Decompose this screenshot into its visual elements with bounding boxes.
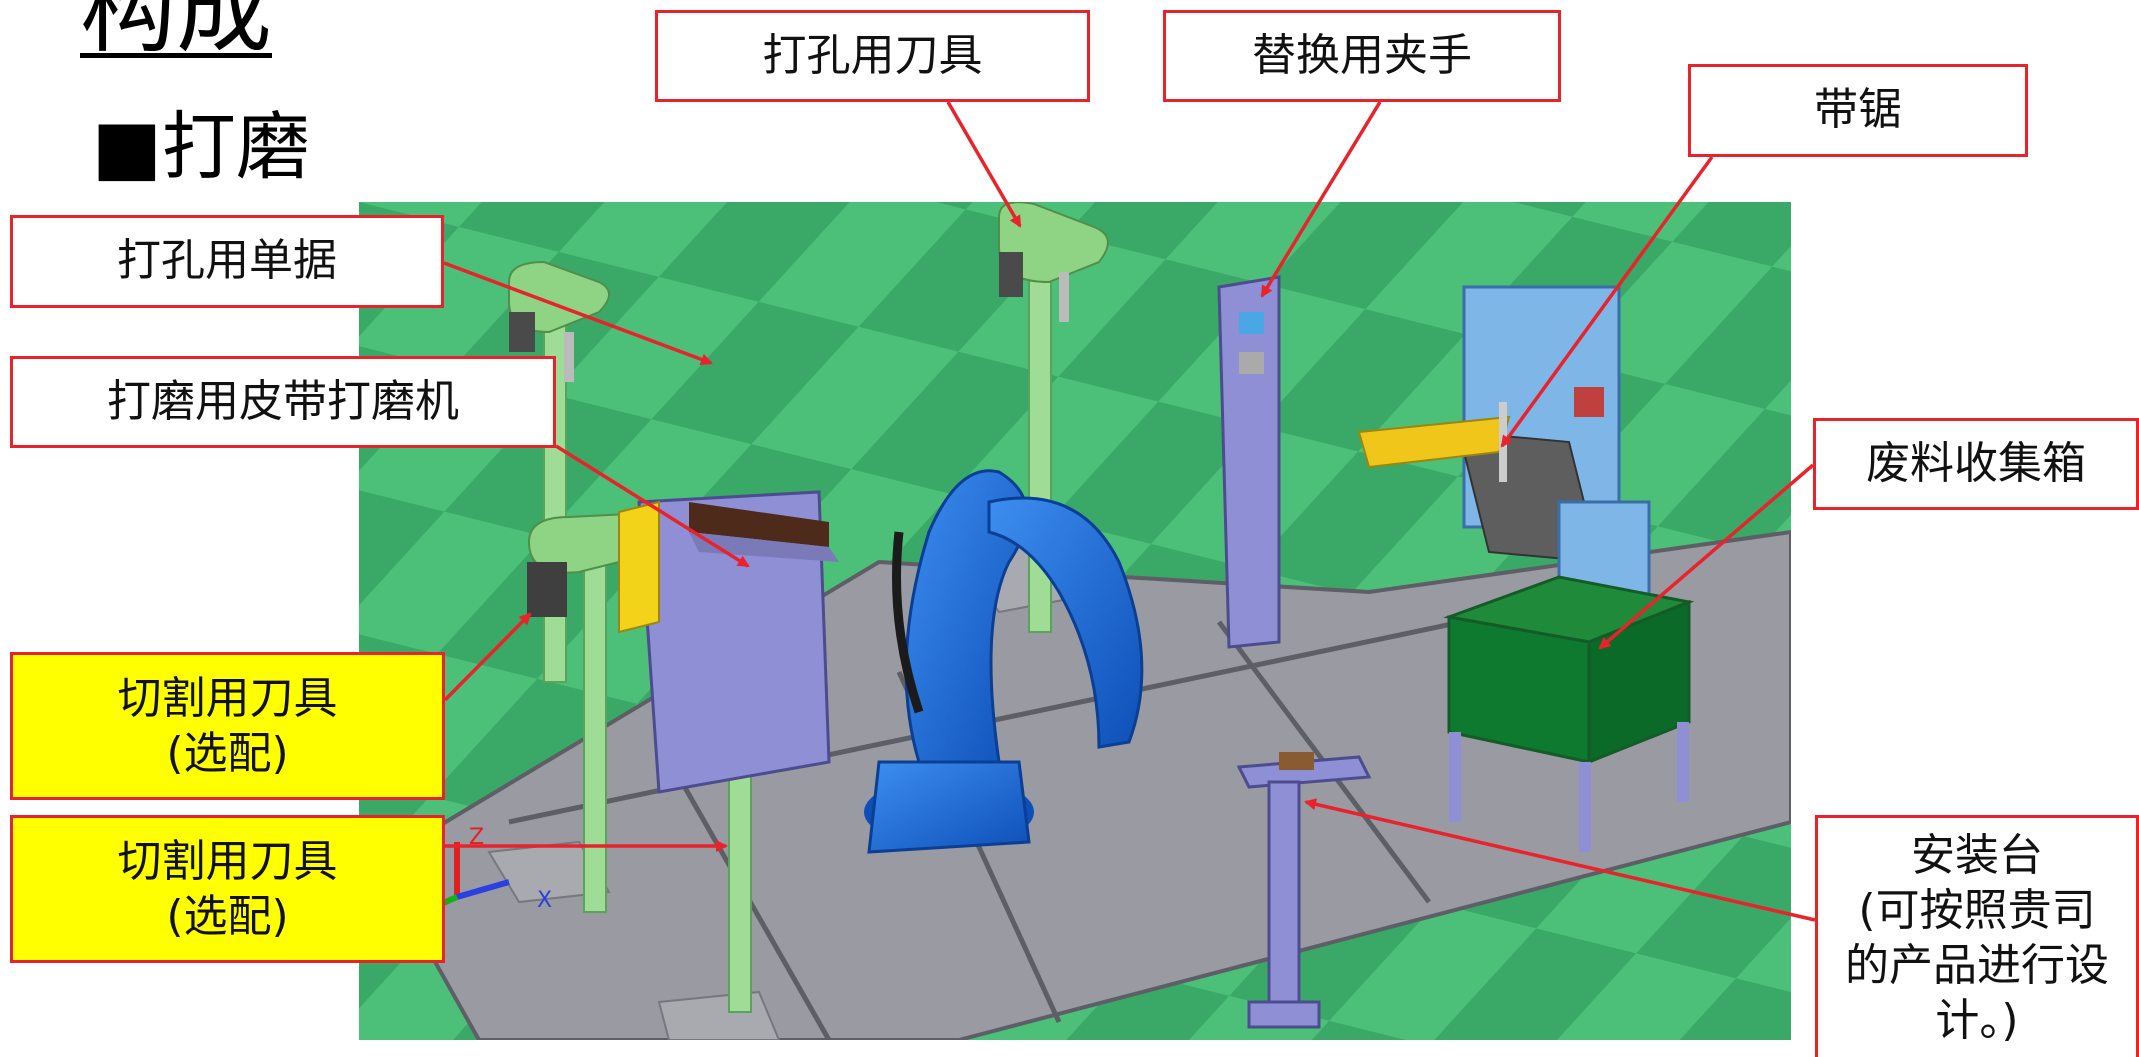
fixture-stand — [1236, 752, 1372, 1029]
label-scrap-box: 废料收集箱 — [1813, 418, 2139, 510]
robot-cell-illustration: Z X — [359, 202, 1791, 1040]
label-fixture: 安装台 (可按照贵司 的产品进行设 计。) — [1815, 815, 2139, 1057]
cut-tool-2-note: (选配) — [166, 891, 289, 942]
robot-arm — [864, 469, 1144, 854]
fixture-note-2: 的产品进行设 — [1845, 939, 2109, 991]
label-drill-single: 打孔用单据 — [10, 215, 444, 308]
label-gripper: 替换用夹手 — [1163, 10, 1561, 102]
fixture-note-3: 计。) — [1935, 994, 2019, 1046]
label-band-saw: 带锯 — [1688, 64, 2028, 157]
axis-x-label: X — [537, 888, 552, 913]
label-belt-sander: 打磨用皮带打磨机 — [10, 356, 556, 448]
section-subtitle: ■打磨 — [92, 104, 310, 190]
label-drill-tool: 打孔用刀具 — [655, 10, 1090, 102]
label-cut-tool-optional-2: 切割用刀具 (选配) — [10, 815, 445, 963]
cut-tool-1-note: (选配) — [166, 728, 289, 779]
fixture-note-1: (可按照贵司 — [1858, 884, 2096, 936]
page-title: 构成 — [80, 0, 272, 66]
cut-tool-1-name: 切割用刀具 — [117, 673, 338, 724]
fixture-name: 安装台 — [1911, 829, 2043, 881]
axis-z-label: Z — [469, 825, 484, 850]
label-cut-tool-optional-1: 切割用刀具 (选配) — [10, 652, 445, 800]
cut-tool-2-name: 切割用刀具 — [117, 836, 338, 887]
gripper-rack — [1217, 275, 1281, 649]
